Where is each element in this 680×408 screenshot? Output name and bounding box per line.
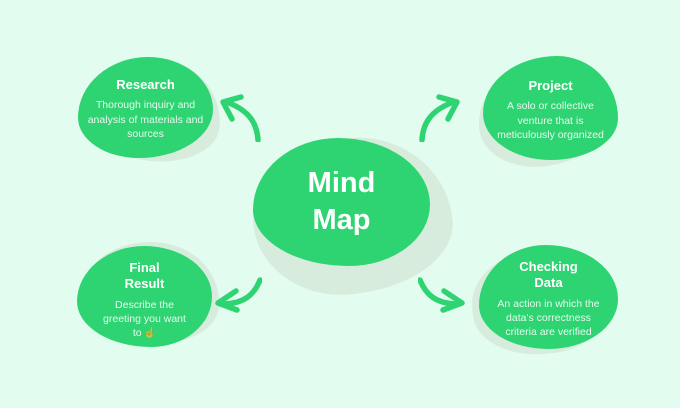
node-checking-data-body: An action in which the data's correctnes…: [497, 297, 600, 339]
arrow-to-final-result-icon: [212, 277, 262, 313]
node-research-body: Thorough inquiry and analysis of materia…: [87, 99, 204, 141]
center-node-title: Mind Map: [307, 166, 376, 236]
center-node: Mind Map: [247, 131, 458, 301]
node-project-blob: Project A solo or collective venture tha…: [483, 56, 618, 160]
center-node-blob: Mind Map: [253, 138, 430, 266]
node-checking-data-title: Checking Data: [519, 259, 578, 291]
arrow-to-project-icon: [418, 90, 466, 142]
node-checking-data-blob: Checking Data An action in which the dat…: [479, 245, 618, 349]
node-final-result-body: Describe the greeting you want to☝: [103, 298, 186, 342]
node-final-result: Final Result Describe the greeting you w…: [77, 235, 225, 350]
node-research-title: Research: [116, 77, 175, 92]
node-research-blob: Research Thorough inquiry and analysis o…: [78, 57, 213, 158]
pointing-hand-icon: ☝: [143, 328, 157, 340]
node-project: Project A solo or collective venture tha…: [472, 55, 619, 173]
arrow-to-research-icon: [214, 90, 262, 142]
node-project-body: A solo or collective venture that is met…: [497, 100, 604, 142]
node-final-result-title: Final Result: [124, 260, 165, 292]
node-checking-data: Checking Data An action in which the dat…: [467, 244, 618, 360]
node-final-result-blob: Final Result Describe the greeting you w…: [77, 246, 212, 347]
arrow-to-checking-data-icon: [418, 277, 468, 313]
node-research: Research Thorough inquiry and analysis o…: [78, 52, 227, 169]
node-final-result-body-text: Describe the greeting you want to: [103, 298, 186, 340]
node-project-title: Project: [528, 78, 573, 93]
